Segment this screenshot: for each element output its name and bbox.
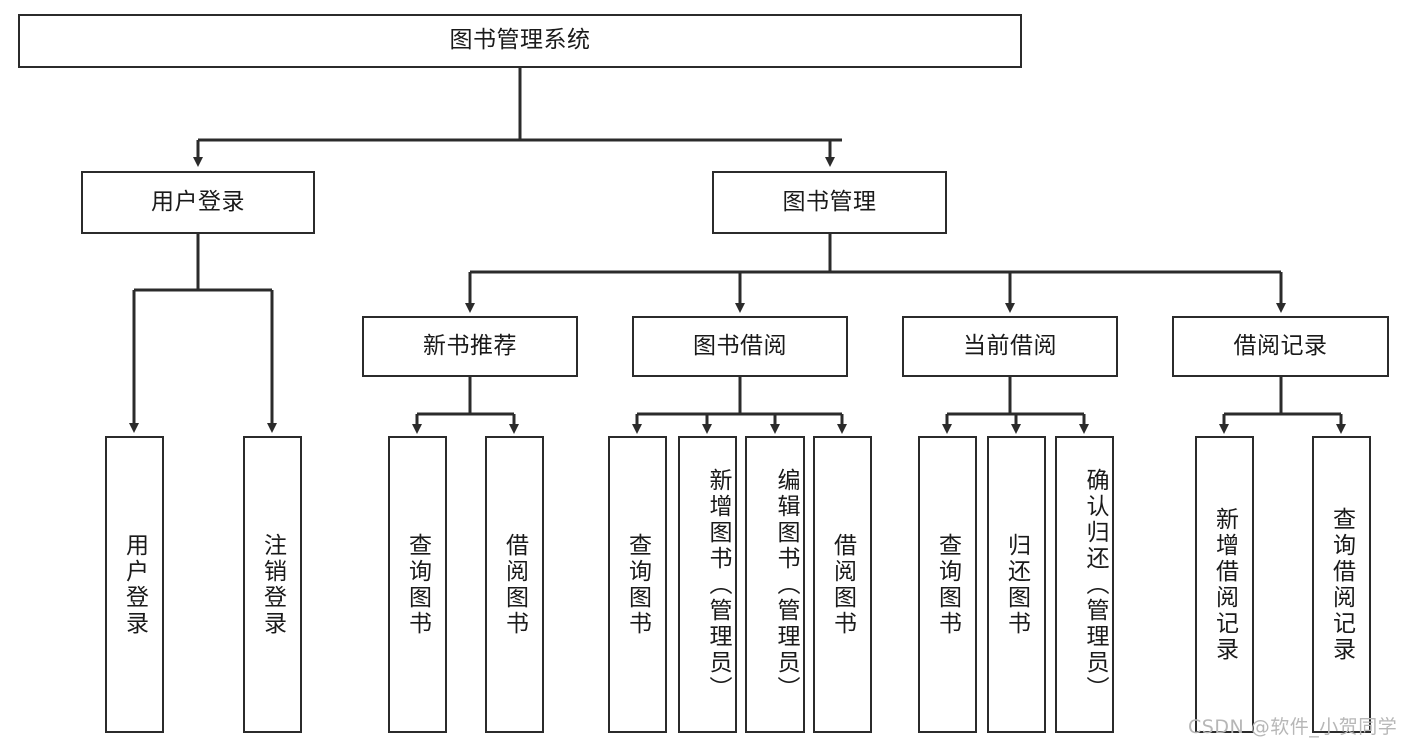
node-user-login-label: 用户登录 [151, 188, 245, 215]
node-leaf-edit-book-label: 编辑图书（管理员） [773, 467, 799, 702]
node-book-management-label: 图书管理 [782, 188, 877, 215]
node-book-borrow[interactable]: 图书借阅 [632, 316, 848, 377]
node-current-borrow[interactable]: 当前借阅 [902, 316, 1118, 377]
node-user-login[interactable]: 用户登录 [81, 171, 315, 234]
node-current-borrow-label: 当前借阅 [963, 332, 1057, 359]
node-new-book-recommend-label: 新书推荐 [423, 332, 517, 359]
node-leaf-query-book-2[interactable]: 查询图书 [608, 436, 667, 733]
node-leaf-return-book-label: 归还图书 [1003, 532, 1030, 637]
node-leaf-borrow-book-2[interactable]: 借阅图书 [813, 436, 872, 733]
node-book-borrow-label: 图书借阅 [693, 332, 787, 359]
node-leaf-add-record-label: 新增借阅记录 [1211, 506, 1238, 663]
node-leaf-add-book-label: 新增图书（管理员） [705, 467, 731, 702]
node-leaf-add-book[interactable]: 新增图书（管理员） [678, 436, 737, 733]
node-leaf-confirm-return[interactable]: 确认归还（管理员） [1055, 436, 1114, 733]
node-leaf-query-book-3-label: 查询图书 [934, 532, 961, 637]
node-leaf-confirm-return-label: 确认归还（管理员） [1082, 467, 1108, 702]
node-leaf-user-login-label: 用户登录 [121, 532, 148, 637]
node-leaf-borrow-book-1[interactable]: 借阅图书 [485, 436, 544, 733]
node-leaf-logout-login-label: 注销登录 [259, 532, 286, 637]
node-root-label: 图书管理系统 [449, 27, 591, 54]
node-new-book-recommend[interactable]: 新书推荐 [362, 316, 578, 377]
watermark: CSDN @软件_小贺同学 [1188, 716, 1398, 738]
node-leaf-query-book-1[interactable]: 查询图书 [388, 436, 447, 733]
node-leaf-query-book-2-label: 查询图书 [624, 532, 651, 637]
node-root[interactable]: 图书管理系统 [18, 14, 1022, 68]
node-leaf-return-book[interactable]: 归还图书 [987, 436, 1046, 733]
node-book-management[interactable]: 图书管理 [712, 171, 947, 234]
node-borrow-record[interactable]: 借阅记录 [1172, 316, 1389, 377]
node-leaf-borrow-book-2-label: 借阅图书 [829, 532, 856, 637]
node-leaf-query-book-1-label: 查询图书 [404, 532, 431, 637]
node-leaf-query-record[interactable]: 查询借阅记录 [1312, 436, 1371, 733]
node-borrow-record-label: 借阅记录 [1233, 332, 1328, 359]
node-leaf-query-book-3[interactable]: 查询图书 [918, 436, 977, 733]
node-leaf-query-record-label: 查询借阅记录 [1328, 506, 1355, 663]
node-leaf-borrow-book-1-label: 借阅图书 [501, 532, 528, 637]
node-leaf-user-login[interactable]: 用户登录 [105, 436, 164, 733]
node-leaf-edit-book[interactable]: 编辑图书（管理员） [745, 436, 805, 733]
node-leaf-add-record[interactable]: 新增借阅记录 [1195, 436, 1254, 733]
node-leaf-logout-login[interactable]: 注销登录 [243, 436, 302, 733]
